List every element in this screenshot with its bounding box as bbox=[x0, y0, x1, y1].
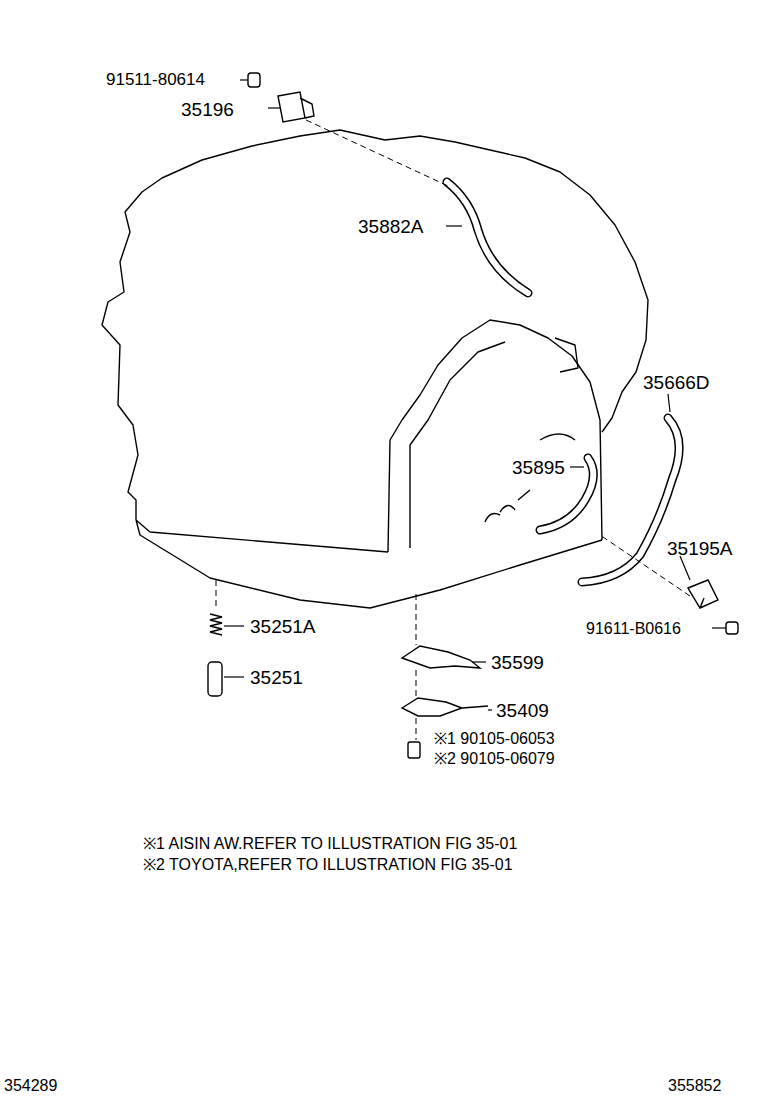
part-number: 35409 bbox=[496, 701, 549, 720]
oil-pan bbox=[136, 520, 602, 608]
footnote: ※2 TOYOTA,REFER TO ILLUSTRATION FIG 35-0… bbox=[143, 857, 513, 873]
bolt bbox=[408, 742, 420, 758]
case-detail bbox=[485, 338, 578, 522]
part-number: ※1 90105-06053 bbox=[434, 731, 555, 747]
sensor-plate bbox=[402, 698, 488, 716]
leader bbox=[488, 709, 492, 710]
part-number: 35195A bbox=[667, 539, 733, 558]
case-outline bbox=[102, 130, 648, 608]
figure-code: 355852 bbox=[668, 1078, 721, 1094]
case-body bbox=[102, 130, 648, 520]
bracket bbox=[688, 580, 718, 608]
part-number: 35599 bbox=[491, 653, 544, 672]
leader-lines bbox=[224, 80, 726, 710]
leader bbox=[224, 676, 244, 677]
guide bbox=[216, 580, 217, 610]
part-number: 35666D bbox=[643, 373, 710, 392]
part-number: 35251A bbox=[250, 617, 316, 636]
hose-inner bbox=[582, 418, 679, 582]
part-number: 35251 bbox=[250, 668, 303, 687]
bell-housing bbox=[388, 320, 602, 552]
part-number: 35895 bbox=[512, 458, 565, 477]
bolt bbox=[248, 73, 260, 87]
hose-outer bbox=[582, 418, 679, 582]
detent-spring bbox=[208, 662, 222, 696]
leader bbox=[712, 627, 726, 628]
part-number: 91611-B0616 bbox=[586, 621, 681, 637]
bell-inner bbox=[410, 342, 505, 548]
leader bbox=[570, 466, 584, 467]
figure-code: 354289 bbox=[4, 1078, 57, 1094]
leader bbox=[446, 225, 462, 226]
part-number: 35196 bbox=[181, 100, 234, 119]
guide bbox=[416, 594, 417, 740]
spring bbox=[210, 614, 222, 635]
leader bbox=[268, 107, 280, 108]
leader bbox=[680, 556, 690, 580]
footnote: ※1 AISIN AW.REFER TO ILLUSTRATION FIG 35… bbox=[143, 836, 517, 852]
guide bbox=[306, 120, 448, 186]
bolt bbox=[726, 622, 738, 634]
leader bbox=[224, 625, 244, 626]
bracket bbox=[278, 92, 314, 122]
leader bbox=[668, 394, 670, 412]
dashed-guides bbox=[216, 120, 690, 740]
leader bbox=[240, 79, 248, 80]
part-number: ※2 90105-06079 bbox=[434, 751, 555, 767]
hose-inner bbox=[447, 182, 528, 293]
small-parts bbox=[208, 73, 738, 758]
part-number: 35882A bbox=[358, 217, 424, 236]
leader bbox=[472, 661, 486, 662]
plate bbox=[402, 646, 480, 668]
part-number: 91511-80614 bbox=[106, 71, 205, 88]
hose-outer bbox=[447, 182, 528, 293]
